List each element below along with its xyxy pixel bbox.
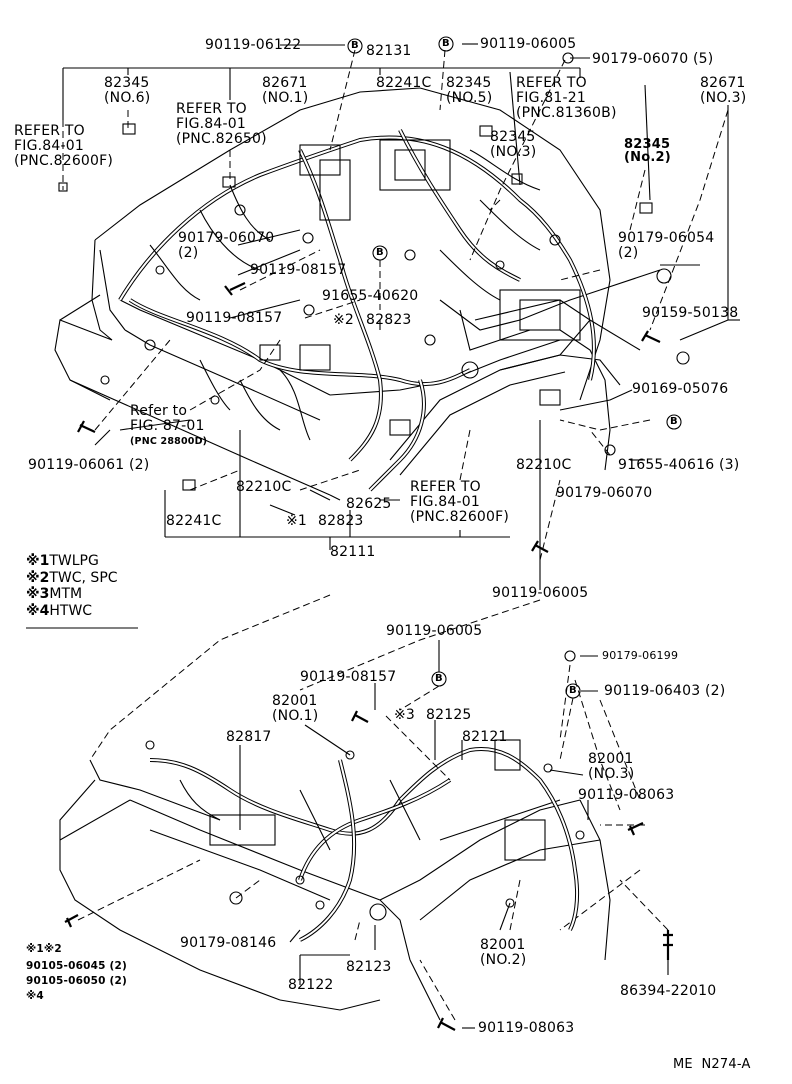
b-marker-1: B: [351, 40, 359, 51]
part-label-82625: 82625: [346, 496, 392, 512]
part-label-82241c-top: 82241C: [376, 75, 432, 91]
part-label-90119-08157-b: 90119-08157: [186, 310, 283, 326]
part-label-90169-05076: 90169-05076: [632, 381, 729, 397]
lower-leader-lines: [239, 640, 669, 1029]
part-label-90179-06054: 90179-06054 (2): [618, 230, 715, 261]
part-label-90119-08157-lower: 90119-08157: [300, 669, 397, 685]
part-label-90179-06070-5: 90179-06070 (5): [592, 51, 714, 67]
b-marker-2: B: [442, 38, 450, 49]
star3-marker: ※3: [394, 707, 416, 723]
reference-fig-87-01: Refer to FIG. 87-01: [130, 403, 205, 434]
part-label-82001-no3: 82001 (NO.3): [588, 751, 635, 782]
part-label-82111: 82111: [330, 544, 376, 560]
part-label-82817: 82817: [226, 729, 272, 745]
star2-marker: ※2: [333, 312, 355, 328]
part-label-90119-06005-top: 90119-06005: [480, 36, 577, 52]
part-label-82671-no1: 82671 (NO.1): [262, 75, 309, 106]
part-label-90119-06005-bottom: 90119-06005: [492, 585, 589, 601]
lower-main-wire-harness: [145, 739, 585, 942]
part-label-82210c-right: 82210C: [516, 457, 572, 473]
reference-fig-87-01-pnc: (PNC 28800D): [130, 436, 208, 447]
upper-dashed-leaders: [62, 49, 729, 561]
b-marker-6: B: [569, 685, 577, 696]
legend-row-3: ※3MTM: [26, 586, 83, 602]
reference-fig-81-21: REFER TO FIG.81-21 (PNC.81360B): [516, 75, 617, 121]
part-label-82345-no3: 82345 (NO.3): [490, 129, 537, 160]
part-label-82823-bottom: 82823: [318, 513, 364, 529]
upper-leader-lines: [62, 43, 740, 590]
part-label-91655-40616: 91655-40616 (3): [618, 457, 740, 473]
part-label-90119-06122: 90119-06122: [205, 37, 302, 53]
part-label-90119-08157-a: 90119-08157: [250, 262, 347, 278]
part-label-82671-no3: 82671 (NO.3): [700, 75, 747, 106]
part-label-82345-no2: 82345 (No.2): [624, 137, 671, 165]
part-label-90179-06199: 90179-06199: [602, 649, 679, 662]
part-label-90105-06050: 90105-06050 (2): [26, 975, 127, 987]
note-star4: ※4: [26, 990, 44, 1002]
part-label-82345-no6: 82345 (NO.6): [104, 75, 151, 106]
variant-legend: ※1TWLPG ※2TWC, SPC ※3MTM ※4HTWC: [26, 553, 118, 619]
legend-row-2: ※2TWC, SPC: [26, 569, 118, 586]
part-label-82121: 82121: [462, 729, 508, 745]
note-star1-star2: ※1※2: [26, 943, 62, 955]
part-label-86394-22010: 86394-22010: [620, 983, 717, 999]
upper-main-wire-harness: [100, 129, 596, 492]
part-label-82823-top: 82823: [366, 312, 412, 328]
part-label-90179-06070: 90179-06070: [556, 485, 653, 501]
part-label-90119-08063-right: 90119-08063: [578, 787, 675, 803]
reference-fig-84-01-bottom: REFER TO FIG.84-01 (PNC.82600F): [410, 479, 510, 525]
part-label-82241c-bottom: 82241C: [166, 513, 222, 529]
part-label-90119-06061: 90119-06061 (2): [28, 457, 150, 473]
legend-row-4: ※4HTWC: [26, 602, 93, 619]
legend-row-1: ※1TWLPG: [26, 553, 99, 569]
part-label-90119-06005-lower: 90119-06005: [386, 623, 483, 639]
small-part-icons: [58, 52, 690, 1031]
part-label-90119-06403: 90119-06403 (2): [604, 683, 726, 699]
part-label-82122: 82122: [288, 977, 334, 993]
figure-code: ME N274-A: [673, 1057, 751, 1072]
part-label-90119-08063-bottom: 90119-08063: [478, 1020, 575, 1036]
part-label-82125: 82125: [426, 707, 472, 723]
part-label-90105-06045: 90105-06045 (2): [26, 960, 127, 972]
part-label-91655-40620: 91655-40620: [322, 288, 419, 304]
b-marker-4: B: [670, 416, 678, 427]
part-label-90159-50138: 90159-50138: [642, 305, 739, 321]
part-label-90179-06070-2: 90179-06070 (2): [178, 230, 275, 261]
b-marker-3: B: [376, 247, 384, 258]
lower-dashed-leaders: [77, 664, 669, 1021]
part-label-90179-08146: 90179-08146: [180, 935, 277, 951]
part-label-82210c-mid: 82210C: [236, 479, 292, 495]
part-label-82131: 82131: [366, 43, 412, 59]
b-marker-5: B: [435, 673, 443, 684]
part-label-82123: 82123: [346, 959, 392, 975]
reference-fig-84-01-left: REFER TO FIG.84-01 (PNC.82600F): [14, 123, 114, 169]
lower-vehicle-body-outline: [59, 594, 641, 1021]
part-label-82001-no1: 82001 (NO.1): [272, 693, 319, 724]
star1-marker: ※1: [286, 513, 308, 529]
reference-fig-84-01-mid: REFER TO FIG.84-01 (PNC.82650): [176, 101, 267, 147]
b-circle-markers: [347, 36, 682, 699]
part-label-82001-no2: 82001 (NO.2): [480, 937, 527, 968]
part-label-82345-no5: 82345 (NO.5): [446, 75, 493, 106]
